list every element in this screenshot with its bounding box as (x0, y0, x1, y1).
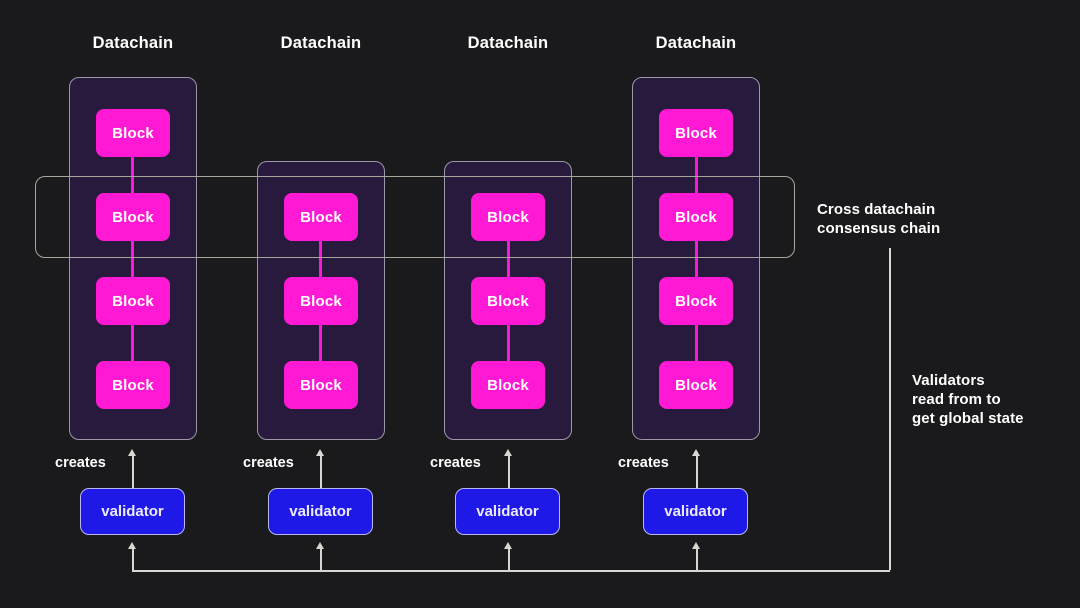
creates-label-3: creates (430, 455, 481, 471)
bus-riser-arrow-3 (504, 542, 512, 549)
block[interactable]: Block (284, 361, 358, 409)
datachain-title-4: Datachain (655, 34, 737, 52)
block[interactable]: Block (471, 277, 545, 325)
creates-arrow-head-3 (504, 449, 512, 456)
bus-riser-line-3 (508, 548, 510, 571)
block-link (507, 323, 510, 363)
creates-arrow-line-3 (508, 455, 510, 488)
block-link (695, 323, 698, 363)
creates-arrow-line-4 (696, 455, 698, 488)
validator-box-3[interactable]: validator (455, 488, 560, 535)
block[interactable]: Block (284, 193, 358, 241)
creates-arrow-line-1 (132, 455, 134, 488)
block-link (695, 239, 698, 279)
bus-riser-line-1 (132, 548, 134, 571)
validator-box-1[interactable]: validator (80, 488, 185, 535)
bus-riser-line-4 (696, 548, 698, 571)
block-link (131, 155, 134, 195)
datachain-title-2: Datachain (280, 34, 362, 52)
creates-arrow-line-2 (320, 455, 322, 488)
creates-label-1: creates (55, 455, 106, 471)
global-state-bus-line (132, 570, 890, 572)
block[interactable]: Block (471, 193, 545, 241)
block[interactable]: Block (96, 109, 170, 157)
creates-arrow-head-1 (128, 449, 136, 456)
block[interactable]: Block (96, 277, 170, 325)
block-link (319, 323, 322, 363)
creates-arrow-head-4 (692, 449, 700, 456)
block-link (131, 323, 134, 363)
creates-arrow-head-2 (316, 449, 324, 456)
block-link (507, 239, 510, 279)
block-link (695, 155, 698, 195)
block-link (319, 239, 322, 279)
block-link (131, 239, 134, 279)
block[interactable]: Block (471, 361, 545, 409)
creates-label-2: creates (243, 455, 294, 471)
datachain-title-1: Datachain (92, 34, 174, 52)
validator-box-4[interactable]: validator (643, 488, 748, 535)
block[interactable]: Block (96, 193, 170, 241)
consensus-to-bus-riser (889, 248, 891, 570)
bus-riser-arrow-2 (316, 542, 324, 549)
datachain-title-3: Datachain (467, 34, 549, 52)
validators-read-note: Validators read from to get global state (912, 372, 1024, 427)
block[interactable]: Block (659, 277, 733, 325)
bus-riser-arrow-4 (692, 542, 700, 549)
cross-datachain-consensus-label: Cross datachain consensus chain (817, 201, 941, 237)
block[interactable]: Block (96, 361, 170, 409)
block[interactable]: Block (659, 361, 733, 409)
block[interactable]: Block (659, 193, 733, 241)
validator-box-2[interactable]: validator (268, 488, 373, 535)
block[interactable]: Block (659, 109, 733, 157)
bus-riser-line-2 (320, 548, 322, 571)
block[interactable]: Block (284, 277, 358, 325)
bus-riser-arrow-1 (128, 542, 136, 549)
creates-label-4: creates (618, 455, 669, 471)
